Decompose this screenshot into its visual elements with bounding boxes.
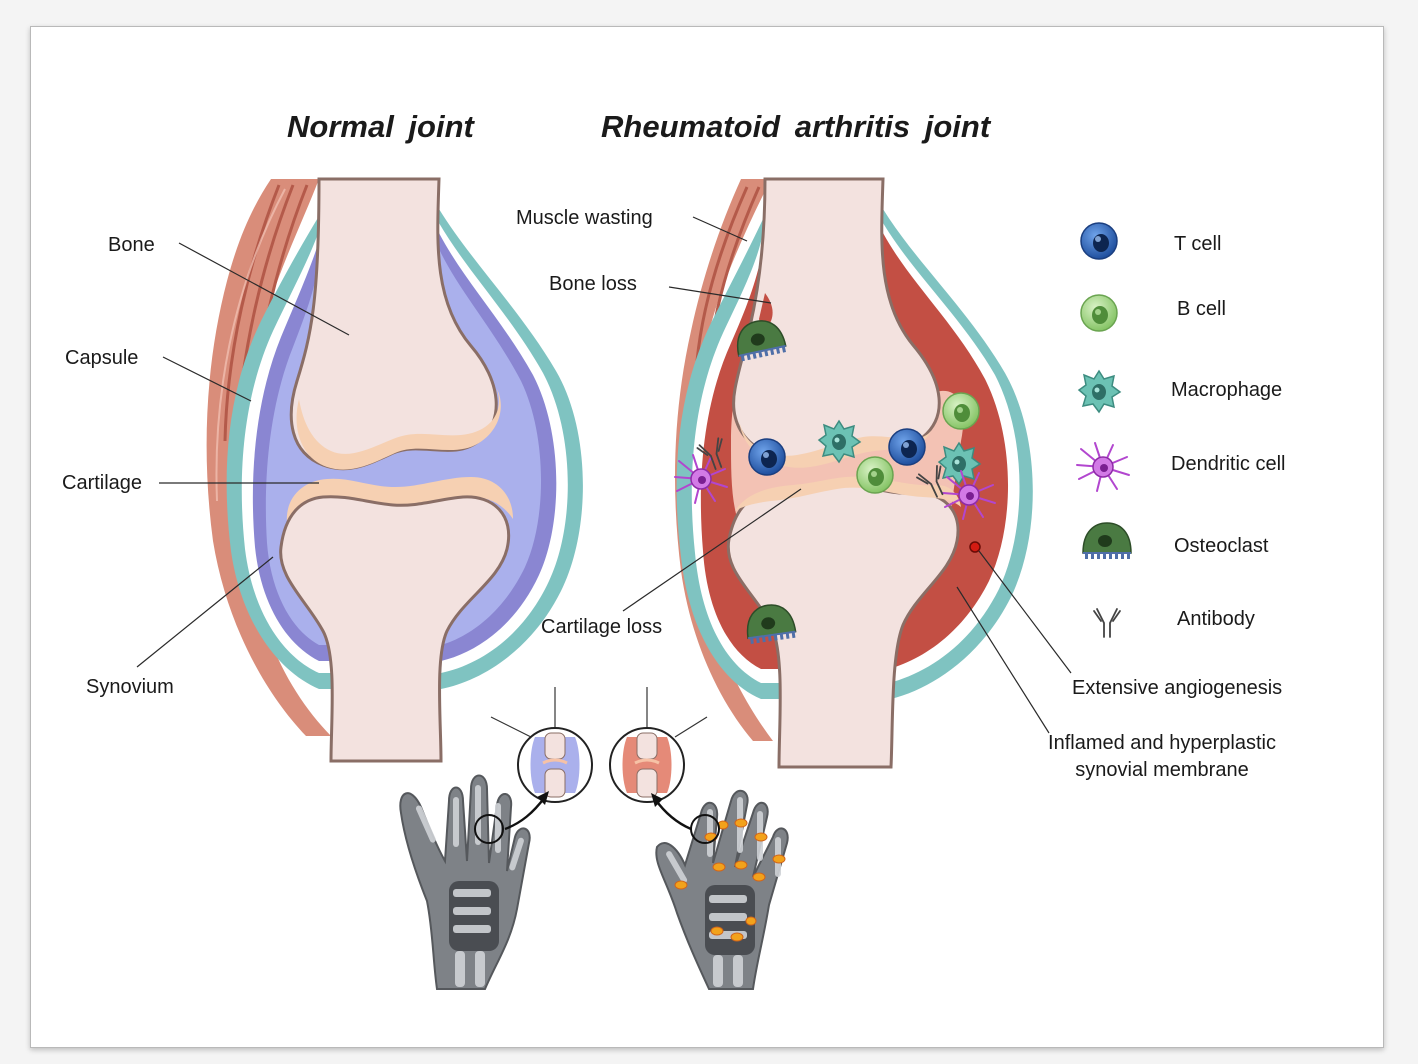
legend-label-macrophage: Macrophage: [1171, 379, 1283, 401]
b-cell-icon: [1080, 294, 1118, 332]
label-synovium: Synovium: [86, 676, 174, 698]
legend-label-b-cell: B cell: [1177, 298, 1226, 320]
label-bone-loss: Bone loss: [549, 273, 637, 295]
legend-label-t-cell: T cell: [1174, 233, 1222, 255]
leader-lines: [136, 216, 1072, 734]
osteoclast-icon: [1082, 522, 1132, 560]
label-synovial-membrane-line1: Inflamed and hyperplastic: [1048, 732, 1276, 754]
label-bone: Bone: [108, 234, 155, 256]
label-cartilage-loss: Cartilage loss: [541, 616, 663, 638]
label-synovial-membrane-line2: synovial membrane: [1075, 759, 1249, 781]
label-cartilage: Cartilage: [62, 472, 143, 494]
legend-icons: [1076, 222, 1132, 638]
inset-ra: [609, 687, 708, 803]
normal-joint-title: Normal joint: [287, 109, 474, 144]
legend-label-antibody: Antibody: [1177, 608, 1255, 630]
label-angiogenesis: Extensive angiogenesis: [1072, 677, 1283, 699]
legend-label-dendritic-cell: Dendritic cell: [1171, 453, 1286, 475]
label-capsule: Capsule: [65, 347, 139, 369]
label-muscle-wasting: Muscle wasting: [516, 207, 653, 229]
macrophage-icon: [1078, 370, 1121, 413]
dendritic-cell-icon: [1076, 442, 1130, 492]
t-cell-icon: [1080, 222, 1118, 260]
ra-joint-title: Rheumatoid arthritis joint: [601, 109, 991, 144]
figure-frame: Normal joint Rheumatoid arthritis joint …: [30, 26, 1384, 1048]
hand-normal: [399, 774, 549, 990]
antibody-icon: [1093, 608, 1121, 638]
legend-label-osteoclast: Osteoclast: [1174, 535, 1269, 557]
joint-illustration: [136, 177, 1132, 990]
inset-normal: [490, 687, 593, 803]
normal-joint: [206, 177, 583, 763]
hand-ra: [651, 790, 789, 990]
ra-joint: [674, 177, 1033, 769]
